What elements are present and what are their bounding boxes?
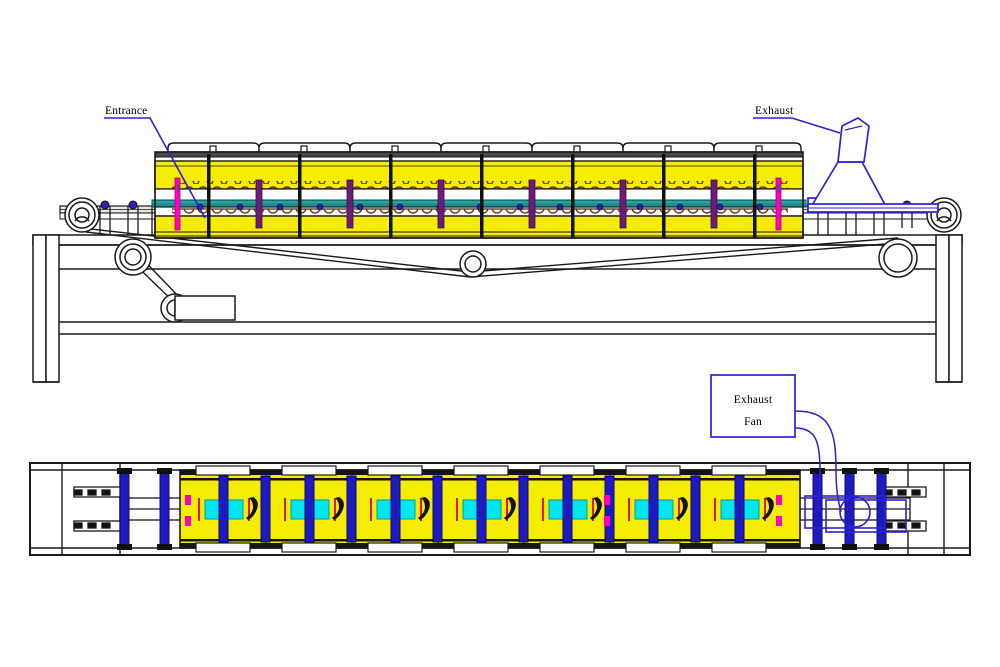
annotation-layer: Entrance Exhaust Exhaust Fan	[104, 105, 842, 513]
conveyor-support-legs-left	[99, 206, 153, 235]
plan-linkage-silhouettes	[246, 497, 774, 520]
exhaust-label: Exhaust	[755, 105, 794, 117]
oven-body-plan	[179, 465, 801, 553]
exhaust-fan-label-line1: Exhaust	[734, 394, 773, 406]
annotation-entrance[interactable]: Entrance	[104, 105, 206, 219]
exhaust-fan-label-line2: Fan	[744, 416, 762, 428]
plan-curtain-seals	[185, 495, 782, 526]
plan-left-brackets	[73, 486, 121, 532]
oven-module-posts	[207, 154, 757, 238]
oven-vent-boxes	[209, 145, 763, 155]
plan-view	[29, 462, 971, 556]
conveyor-roller-pins-left	[100, 200, 138, 210]
entrance-label: Entrance	[105, 105, 147, 117]
exhaust-fan-leader-b	[794, 427, 821, 513]
oven-body-elevation	[151, 142, 807, 239]
annotation-exhaust[interactable]: Exhaust	[753, 105, 841, 134]
annotation-exhaust-fan[interactable]: Exhaust Fan	[710, 374, 842, 513]
entrance-leader-line	[104, 117, 206, 219]
plan-rollers-right	[810, 468, 889, 550]
exhaust-fan-box	[710, 374, 796, 438]
exhaust-leader-line	[753, 117, 841, 134]
exhaust-fan-leader-a	[794, 410, 842, 513]
exhaust-hood	[806, 117, 939, 213]
entrance-curtain	[174, 177, 181, 231]
oven-seal-bars	[255, 179, 718, 229]
exhaust-fan-assembly-plan	[804, 495, 907, 533]
elevation-view	[32, 117, 963, 383]
plan-rollers-oven	[218, 475, 745, 543]
plan-rollers-left	[117, 468, 172, 550]
plan-module-hatches	[195, 465, 767, 553]
exit-curtain	[775, 177, 782, 231]
lower-heater-bank	[154, 215, 804, 239]
